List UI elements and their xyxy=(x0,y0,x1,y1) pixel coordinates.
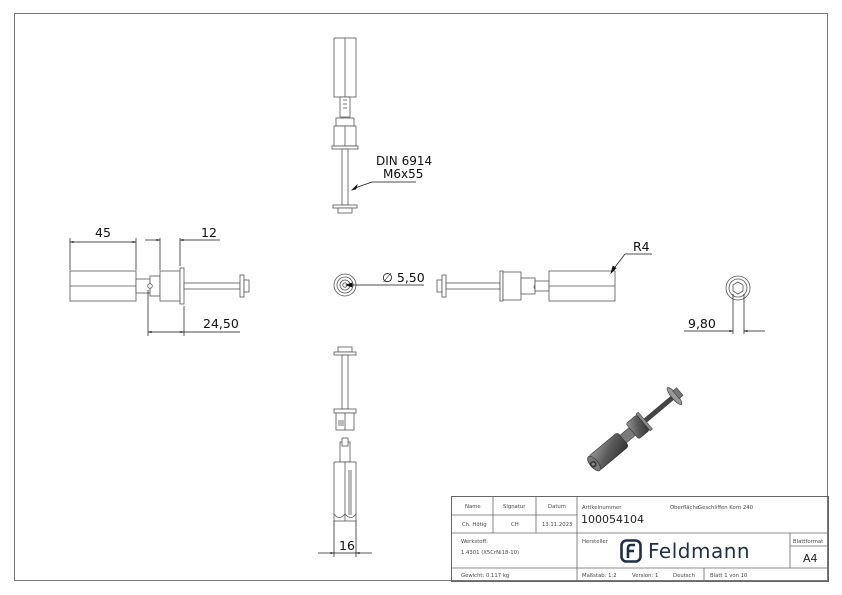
view-bottom-vertical xyxy=(333,346,357,522)
header-date: Datum xyxy=(548,504,566,510)
drawing-frame xyxy=(14,13,828,581)
dimension-label-24-50: 24,50 xyxy=(203,316,239,331)
feldmann-logo: Feldmann xyxy=(620,539,750,563)
view-isometric xyxy=(587,387,684,472)
view-top-vertical xyxy=(331,37,359,214)
value-signature: CH xyxy=(511,522,519,528)
sheet-count: Blatt 1 von 10 xyxy=(710,573,748,579)
article-number: 100054104 xyxy=(581,513,644,526)
dimensions-left-side xyxy=(69,238,240,336)
scale: Maßstab: 1:2 xyxy=(582,573,617,579)
manufacturer-name: Feldmann xyxy=(648,539,751,563)
view-hex-end xyxy=(725,275,751,301)
dimension-label-9-80: 9,80 xyxy=(688,316,716,331)
annotation-din-6914: DIN 6914 xyxy=(376,154,433,168)
manufacturer-label: Hersteller xyxy=(582,539,608,545)
annotation-din-leader xyxy=(350,181,416,191)
title-block: Name Signatur Datum Ch. Hötig CH 13.11.2… xyxy=(451,496,829,582)
value-name: Ch. Hötig xyxy=(462,522,487,528)
header-signature: Signatur xyxy=(503,504,526,510)
material-value: 1.4301 (X5CrNi18-10) xyxy=(461,550,520,556)
sheet-format-label: Blattformat xyxy=(793,539,824,545)
feldmann-logo-icon xyxy=(620,539,642,563)
view-right-side xyxy=(436,270,616,302)
article-number-label: Artikelnummer xyxy=(582,505,622,511)
dimensions-hex-end xyxy=(684,294,765,334)
language: Deutsch xyxy=(673,573,695,579)
dimension-radius xyxy=(610,253,652,275)
surface-value: Geschliffen Korn 240 xyxy=(698,505,753,511)
version: Version: 1 xyxy=(632,573,659,579)
header-name: Name xyxy=(465,504,481,510)
view-left-side xyxy=(69,267,250,305)
dimension-label-16: 16 xyxy=(339,538,355,553)
weight: Gewicht: 0.117 kg xyxy=(461,573,510,579)
value-date: 13.11.2023 xyxy=(542,522,573,528)
annotation-m6x55: M6x55 xyxy=(383,167,424,181)
surface-label: Oberfläche: xyxy=(670,505,701,511)
title-block-grid xyxy=(451,496,829,582)
dimension-label-diameter: ∅ 5,50 xyxy=(382,270,425,285)
dimension-label-r4: R4 xyxy=(633,239,650,254)
dimension-diameter xyxy=(344,282,424,288)
dimension-label-12: 12 xyxy=(201,225,217,240)
sheet-format-value: A4 xyxy=(803,552,818,565)
dimension-bottom-width xyxy=(318,521,372,557)
dimension-label-45: 45 xyxy=(95,225,111,240)
material-label: Werkstoff: xyxy=(461,539,488,545)
